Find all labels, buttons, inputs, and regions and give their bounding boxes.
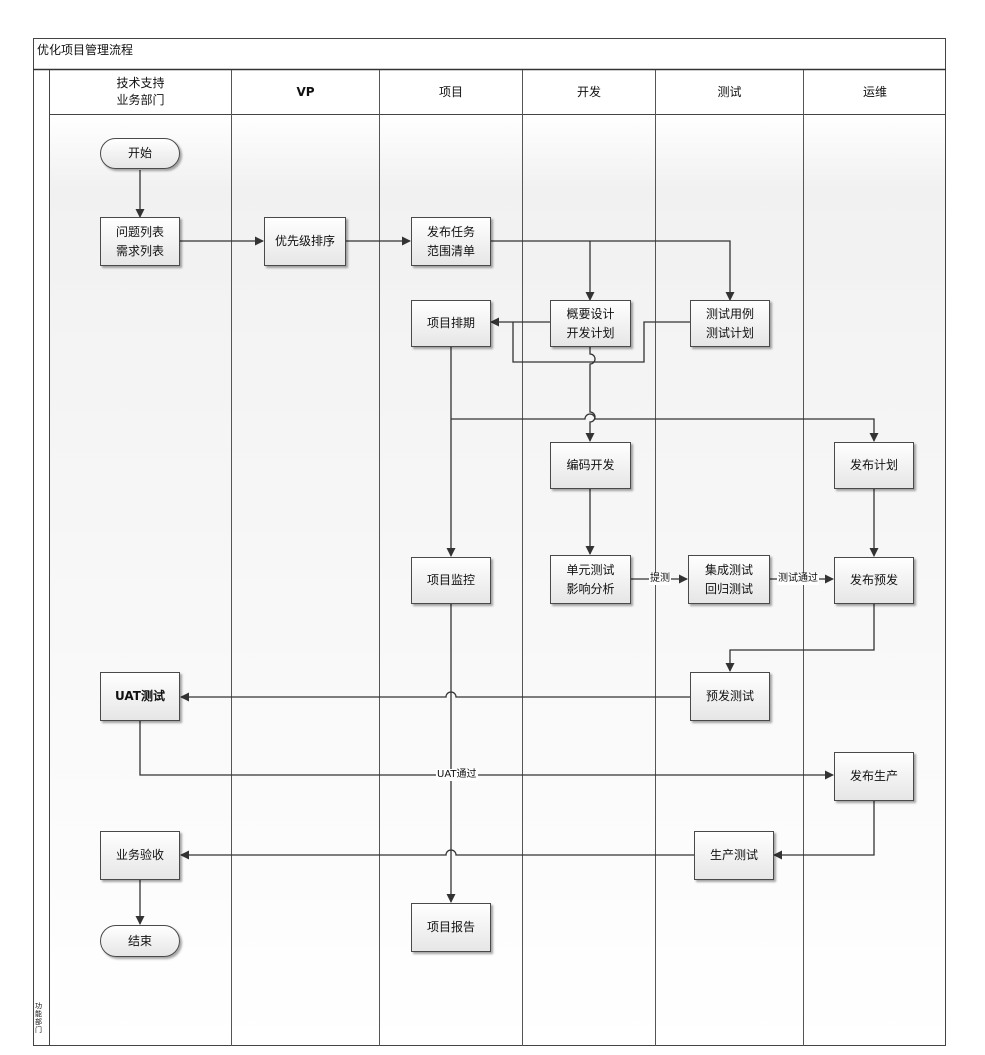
node-release-plan[interactable]: 发布计划 <box>834 442 914 489</box>
edge-pre-release-to-pre-test <box>725 604 875 672</box>
node-project-monitor[interactable]: 项目监控 <box>411 557 491 604</box>
node-end[interactable]: 结束 <box>100 925 180 957</box>
diagram-frame <box>33 38 946 1046</box>
edge-label-test-passed: 测试通过 <box>777 573 819 585</box>
node-issue-list[interactable]: 问题列表 需求列表 <box>100 217 180 266</box>
edge-uat-to-prod-release <box>139 721 834 780</box>
node-integration-test[interactable]: 集成测试 回归测试 <box>688 555 770 604</box>
lane-header-testing: 测试 <box>717 84 742 99</box>
node-unit-test[interactable]: 单元测试 影响分析 <box>550 555 631 604</box>
node-coding[interactable]: 编码开发 <box>550 442 631 489</box>
side-label: 功能部门 <box>35 1002 42 1034</box>
edge-design-to-coding <box>585 347 596 442</box>
lane-header-project: 项目 <box>438 84 463 99</box>
node-publish-task[interactable]: 发布任务 范围清单 <box>411 217 491 266</box>
lane-header-development: 开发 <box>576 84 601 99</box>
lane-header-operations: 运维 <box>862 84 887 99</box>
diagram-title: 优化项目管理流程 <box>37 43 134 57</box>
lane-header-vp: VP <box>296 84 315 99</box>
node-project-report[interactable]: 项目报告 <box>411 903 491 952</box>
node-design-plan[interactable]: 概要设计 开发计划 <box>550 300 631 347</box>
node-project-schedule[interactable]: 项目排期 <box>411 300 491 347</box>
node-uat-test[interactable]: UAT测试 <box>100 672 180 721</box>
node-test-case[interactable]: 测试用例 测试计划 <box>690 300 770 347</box>
lane-dividers <box>231 70 804 1046</box>
node-pre-test[interactable]: 预发测试 <box>690 672 770 721</box>
node-start[interactable]: 开始 <box>100 138 180 169</box>
connectors <box>135 170 879 925</box>
edge-label-uat-passed: UAT通过 <box>436 769 478 781</box>
edge-publish-to-test-case <box>490 240 735 301</box>
node-prod-release[interactable]: 发布生产 <box>834 752 914 801</box>
edge-schedule-to-release-plan <box>451 413 879 442</box>
edge-test-case-to-schedule <box>512 321 690 363</box>
node-prod-test[interactable]: 生产测试 <box>694 831 774 880</box>
node-pre-release[interactable]: 发布预发 <box>834 557 914 604</box>
node-business-accept[interactable]: 业务验收 <box>100 831 180 880</box>
lane-header-tech-support: 技术支持 业务部门 <box>116 76 165 107</box>
node-priority-sort[interactable]: 优先级排序 <box>264 217 346 266</box>
edge-label-submit-test: 提测 <box>649 573 671 585</box>
edge-prod-release-to-prod-test <box>773 801 875 860</box>
